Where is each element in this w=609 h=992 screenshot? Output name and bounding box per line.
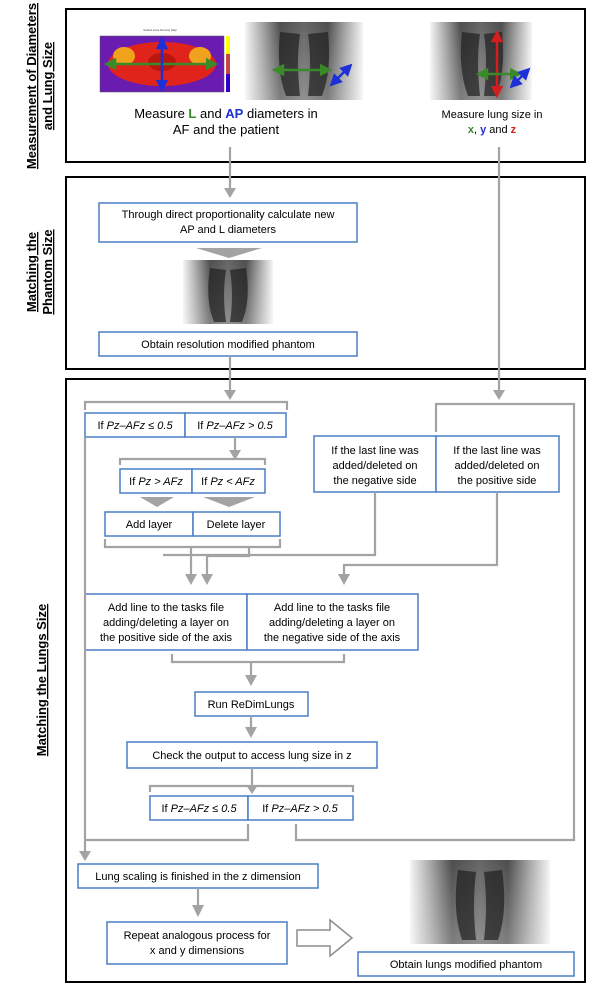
cond3-left-box [149,795,249,821]
svg-text:the negative side: the negative side [333,475,416,487]
svg-text:Add line to the tasks file: Add line to the tasks file [274,602,390,614]
step-calc-diameters [98,202,358,243]
svg-text:the negative side of the axis: the negative side of the axis [264,632,401,644]
last-line-negative-box [313,435,437,493]
svg-text:If Pz–AFz > 0.5: If Pz–AFz > 0.5 [262,803,338,815]
svg-text:Lung scaling is finished in th: Lung scaling is finished in the z dimens… [95,871,300,883]
last-line-positive-box [435,435,560,493]
section-label-measurement: Measurement of Diameters and Lung Size [24,3,55,169]
cond2-right-box [191,468,266,494]
cond1-left-box [84,412,186,438]
svg-text:and Lung Size: and Lung Size [40,42,55,130]
down-arrow-head [196,248,262,258]
svg-text:Add line to the tasks file: Add line to the tasks file [108,602,224,614]
cond2-left-box [119,468,193,494]
svg-text:Delete layer: Delete layer [207,519,266,531]
svg-text:Matching the Lungs Size: Matching the Lungs Size [34,604,49,756]
delete-layer-box [192,511,281,537]
svg-text:adding/deleting a layer on: adding/deleting a layer on [269,617,395,629]
caption-measure-lung-size-axes: x, y and z [468,124,517,136]
chest-xray-image-right [430,22,532,100]
svg-text:Repeat analogous process for: Repeat analogous process for [124,930,271,942]
svg-text:Obtain lungs modified phantom: Obtain lungs modified phantom [390,959,542,971]
svg-text:If the last line was: If the last line was [331,445,419,457]
chest-xray-image-left [245,22,363,100]
caption-measure-diameters-line2: AF and the patient [173,122,280,137]
svg-text:Measurement of Diameters: Measurement of Diameters [24,3,39,169]
svg-text:Matching the: Matching the [24,232,39,312]
section-label-lungs: Matching the Lungs Size [34,604,49,756]
hollow-right-arrow [296,918,354,958]
check-output-box [126,741,378,769]
add-layer-box [104,511,194,537]
connector-arrowheads [79,188,505,917]
caption-measure-diameters: Measure L and AP diameters in [134,106,318,121]
add-line-negative-box [246,593,419,651]
svg-text:If Pz > AFz: If Pz > AFz [129,476,183,488]
caption-measure-lung-size: Measure lung size in [442,109,543,121]
run-redimlungs-box [194,691,309,717]
repeat-process-box [106,921,288,965]
svg-text:Obtain resolution modified pha: Obtain resolution modified phantom [141,339,315,351]
connector-lines [83,147,576,906]
panel-measurement [65,8,586,163]
phantom-xray-image [183,260,273,324]
svg-text:If Pz < AFz: If Pz < AFz [201,476,255,488]
svg-text:added/deleted on: added/deleted on [332,460,417,472]
add-line-positive-box [84,593,248,651]
svg-text:Add layer: Add layer [126,519,173,531]
svg-text:AP and L diameters: AP and L diameters [180,224,277,236]
section-label-phantom: Matching the Phantom Size [24,229,55,314]
down-arrow-head [203,497,255,507]
svg-text:If Pz–AFz ≤ 0.5: If Pz–AFz ≤ 0.5 [161,803,237,815]
svg-text:If the last line was: If the last line was [453,445,541,457]
svg-text:If Pz–AFz > 0.5: If Pz–AFz > 0.5 [197,420,273,432]
down-arrow-head [140,497,174,507]
panel-phantom [65,176,586,370]
svg-text:Scaled Area Density Map: Scaled Area Density Map [143,28,177,32]
svg-text:the positive side of the axis: the positive side of the axis [100,632,233,644]
svg-text:Phantom Size: Phantom Size [40,229,55,314]
step-obtain-resolution-phantom [98,331,358,357]
svg-text:Run ReDimLungs: Run ReDimLungs [208,699,295,711]
density-heatmap-image: Scaled Area Density Map [92,28,236,100]
svg-text:If Pz–AFz ≤ 0.5: If Pz–AFz ≤ 0.5 [97,420,173,432]
svg-text:Through direct proportionality: Through direct proportionality calculate… [122,209,335,221]
obtain-lungs-phantom-box [357,951,575,977]
svg-text:added/deleted on: added/deleted on [454,460,539,472]
svg-text:adding/deleting a layer on: adding/deleting a layer on [103,617,229,629]
svg-text:Check the output to access lun: Check the output to access lung size in … [152,750,351,762]
panel-lungs [65,378,586,983]
svg-text:x and y dimensions: x and y dimensions [150,945,245,957]
cond1-right-box [184,412,287,438]
svg-text:the positive side: the positive side [458,475,537,487]
lungs-modified-xray-image [410,860,550,944]
cond3-right-box [247,795,354,821]
